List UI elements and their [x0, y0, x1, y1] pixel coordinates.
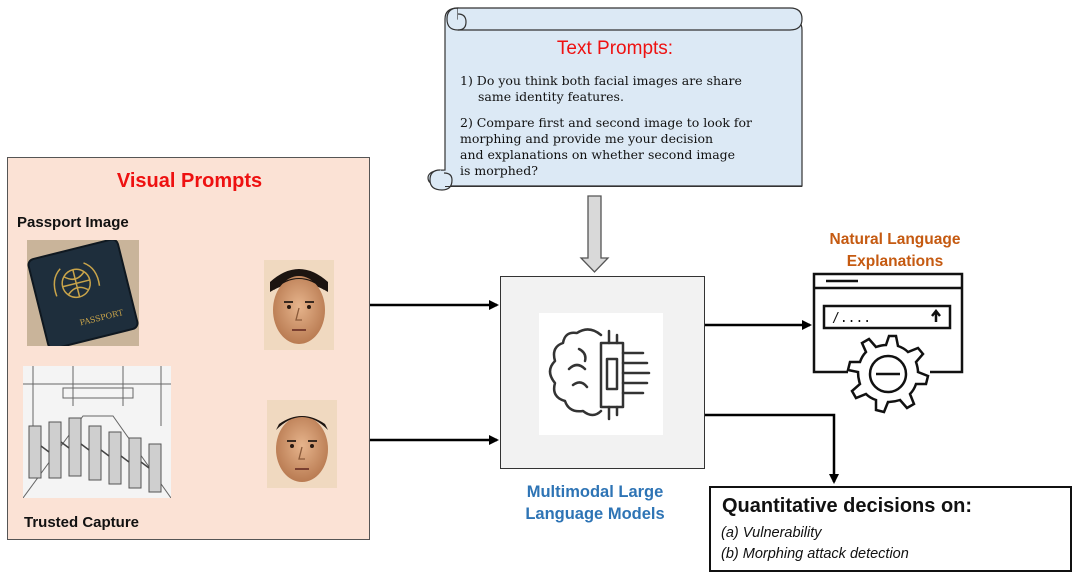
text-prompts-title: Text Prompts:: [556, 38, 674, 59]
prompt-2-line-2: morphing and provide me your decision: [460, 131, 714, 146]
text-prompt-scroll: [427, 7, 803, 191]
quantitative-decisions-title: Quantitative decisions on:: [722, 495, 973, 517]
mllm-label-line-1: Multimodal Large: [526, 483, 664, 501]
text-prompt-1: 1) Do you think both facial images are s…: [460, 73, 770, 105]
text-prompt-2: 2) Compare first and second image to loo…: [460, 115, 780, 179]
visual-prompts-title: Visual Prompts: [116, 170, 263, 192]
visual-prompts-panel: Visual Prompts Passport Image Trusted Ca…: [7, 157, 370, 540]
passport-image: PASSPORT: [27, 240, 139, 346]
trusted-capture-image: [23, 366, 171, 498]
explanations-label: Natural Language Explanations: [795, 229, 995, 273]
prompt-2-line-4: is morphed?: [460, 163, 538, 178]
window-gear-icon: /....: [812, 272, 964, 414]
ai-brain-chip-icon: [539, 313, 663, 435]
explanations-label-line-1: Natural Language: [829, 231, 961, 248]
prompt-1-line-2: same identity features.: [478, 89, 624, 104]
mllm-label: Multimodal Large Language Models: [470, 481, 720, 525]
prompt-2-line-1: 2) Compare first and second image to loo…: [460, 115, 753, 130]
quantitative-decisions-box: Quantitative decisions on: (a) Vulnerabi…: [709, 486, 1072, 572]
decision-item-vulnerability: (a) Vulnerability: [721, 525, 822, 541]
passport-image-label: Passport Image: [17, 214, 129, 231]
prompt-2-line-3: and explanations on whether second image: [460, 147, 736, 162]
model-to-decision-arrow: [705, 413, 839, 484]
decision-item-morphing-detection: (b) Morphing attack detection: [721, 546, 909, 562]
explanations-label-line-2: Explanations: [846, 253, 944, 270]
mllm-box: [500, 276, 705, 469]
prompt-1-line-1: 1) Do you think both facial images are s…: [460, 73, 742, 88]
trusted-capture-label: Trusted Capture: [24, 514, 140, 531]
trusted-capture-face-photo: [267, 400, 337, 488]
down-arrow-hollow: [579, 195, 610, 273]
passport-face-photo: [264, 260, 334, 350]
window-field-text: /....: [832, 311, 871, 326]
mllm-label-line-2: Language Models: [525, 505, 665, 523]
